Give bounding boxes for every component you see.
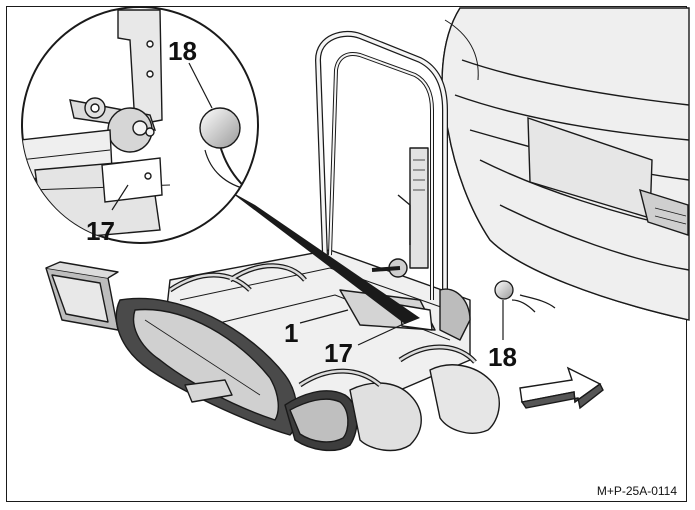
- callout-main-1: 1: [284, 318, 299, 348]
- callout-inset-17: 17: [86, 216, 115, 246]
- main-leader-lines: [299, 300, 504, 346]
- direction-arrow: [519, 366, 604, 410]
- callout-main-17: 17: [324, 338, 353, 368]
- car-tow-ball: [494, 280, 556, 313]
- callout-inset-18: 18: [168, 36, 197, 66]
- reference-code: M+P-25A-0114: [596, 484, 677, 498]
- car-rear: [441, 7, 690, 321]
- callout-main-18: 18: [488, 342, 517, 372]
